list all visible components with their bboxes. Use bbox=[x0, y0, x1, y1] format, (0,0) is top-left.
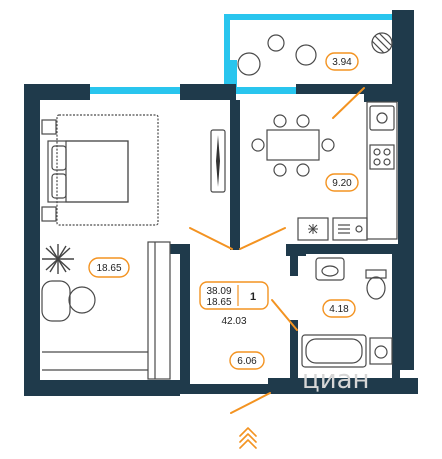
bedroom-area-label: 18.65 bbox=[88, 257, 130, 278]
toilet-tank bbox=[365, 269, 387, 279]
entrance-chevrons-icon bbox=[239, 427, 257, 449]
walls bbox=[24, 10, 418, 396]
stove bbox=[369, 144, 395, 170]
nightstand-top bbox=[41, 119, 57, 135]
bathroom-fixtures bbox=[301, 257, 393, 368]
rooms-count-value: 1 bbox=[250, 291, 256, 303]
sink bbox=[332, 217, 368, 241]
balcony-glass-top bbox=[224, 14, 396, 20]
balcony-area-label: 3.94 bbox=[325, 52, 359, 71]
kitchen-furniture bbox=[251, 101, 398, 241]
wardrobe bbox=[147, 241, 171, 380]
radiator bbox=[210, 129, 226, 193]
balcony-glass-left bbox=[224, 14, 230, 86]
desk bbox=[41, 280, 71, 322]
fridge-icon bbox=[297, 217, 329, 241]
bed bbox=[47, 140, 129, 203]
washbasin bbox=[315, 257, 345, 281]
washing-machine bbox=[369, 337, 393, 365]
nightstand-bottom bbox=[41, 206, 57, 222]
watermark-text: циан bbox=[302, 365, 370, 395]
snowflake-icon bbox=[308, 224, 318, 234]
toilet-bowl bbox=[366, 276, 386, 300]
living-area-value: 38.09 bbox=[206, 286, 231, 297]
hall-area-label: 6.06 bbox=[229, 351, 265, 370]
kitchen-area-label: 9.20 bbox=[325, 173, 359, 192]
door-swings bbox=[189, 87, 365, 414]
desk-chair bbox=[68, 286, 96, 314]
svg-text:6.06: 6.06 bbox=[237, 356, 257, 367]
bedroom-furniture bbox=[41, 114, 226, 380]
total-area-value: 42.03 bbox=[221, 316, 246, 327]
room-area-value: 18.65 bbox=[206, 297, 231, 308]
svg-text:18.65: 18.65 bbox=[96, 263, 121, 274]
area-summary: 38.09 18.65 1 42.03 bbox=[199, 281, 269, 327]
kitchen-window bbox=[236, 87, 296, 94]
svg-text:9.20: 9.20 bbox=[332, 178, 352, 189]
plant-icon bbox=[42, 244, 74, 274]
counter bbox=[366, 101, 398, 240]
bathtub bbox=[301, 334, 367, 368]
bedroom-window bbox=[90, 87, 180, 94]
dining-table bbox=[266, 129, 320, 161]
balcony-furniture bbox=[237, 32, 393, 76]
rug bbox=[56, 114, 159, 226]
svg-text:4.18: 4.18 bbox=[329, 304, 349, 315]
bathroom-area-label: 4.18 bbox=[322, 299, 356, 318]
svg-text:3.94: 3.94 bbox=[332, 57, 352, 68]
